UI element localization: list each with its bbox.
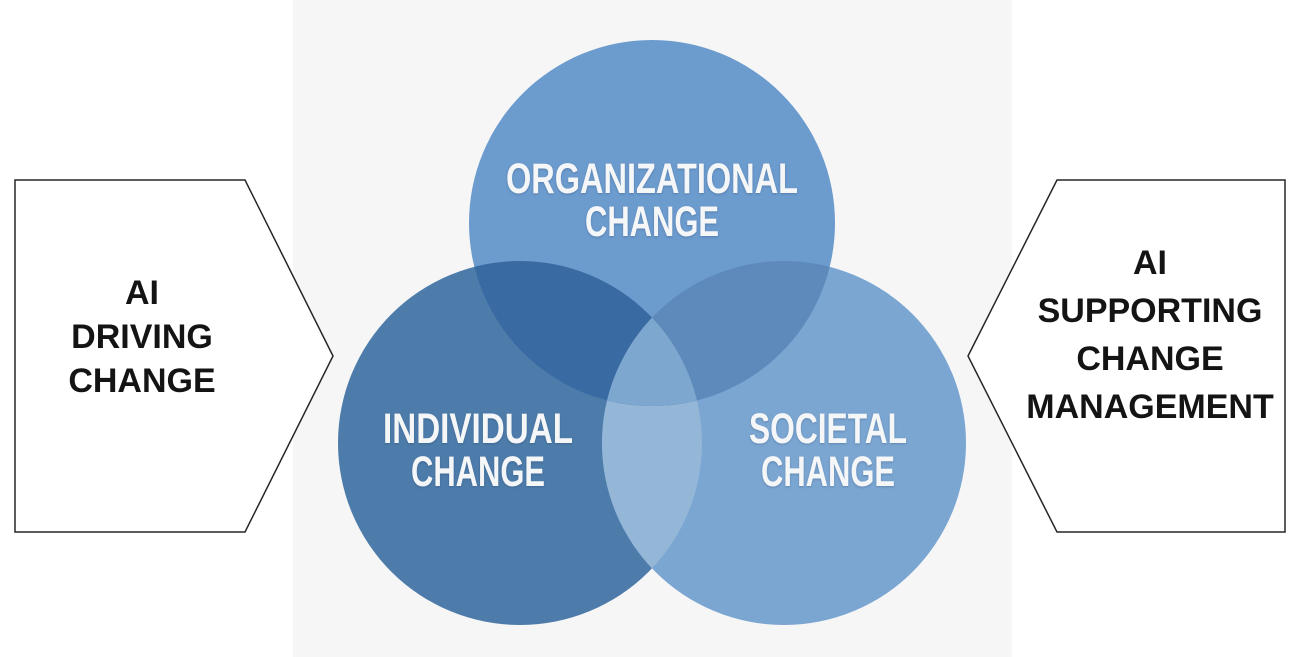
left-callout-shape <box>14 179 334 533</box>
label-individual-line1: INDIVIDUAL <box>383 405 573 453</box>
overlap-group-organizational <box>469 261 835 406</box>
right-callout-line2: SUPPORTING <box>1038 292 1263 330</box>
right-callout-shape <box>967 179 1286 533</box>
label-organizational-line2: CHANGE <box>585 198 719 246</box>
left-callout-line2: DRIVING <box>71 318 213 356</box>
label-societal-line1: SOCIETAL <box>749 405 907 453</box>
label-individual-line2: CHANGE <box>411 448 545 496</box>
overlap-organizational-societal <box>602 261 835 406</box>
label-organizational-line1: ORGANIZATIONAL <box>506 155 798 203</box>
overlap-organizational-individual <box>469 261 702 406</box>
label-societal-line2: CHANGE <box>761 448 895 496</box>
right-callout-line4: MANAGEMENT <box>1026 388 1274 426</box>
right-callout-line1: AI <box>1133 244 1167 282</box>
right-callout-line3: CHANGE <box>1076 340 1223 378</box>
left-callout-line3: CHANGE <box>68 362 215 400</box>
left-callout-line1: AI <box>125 274 159 312</box>
